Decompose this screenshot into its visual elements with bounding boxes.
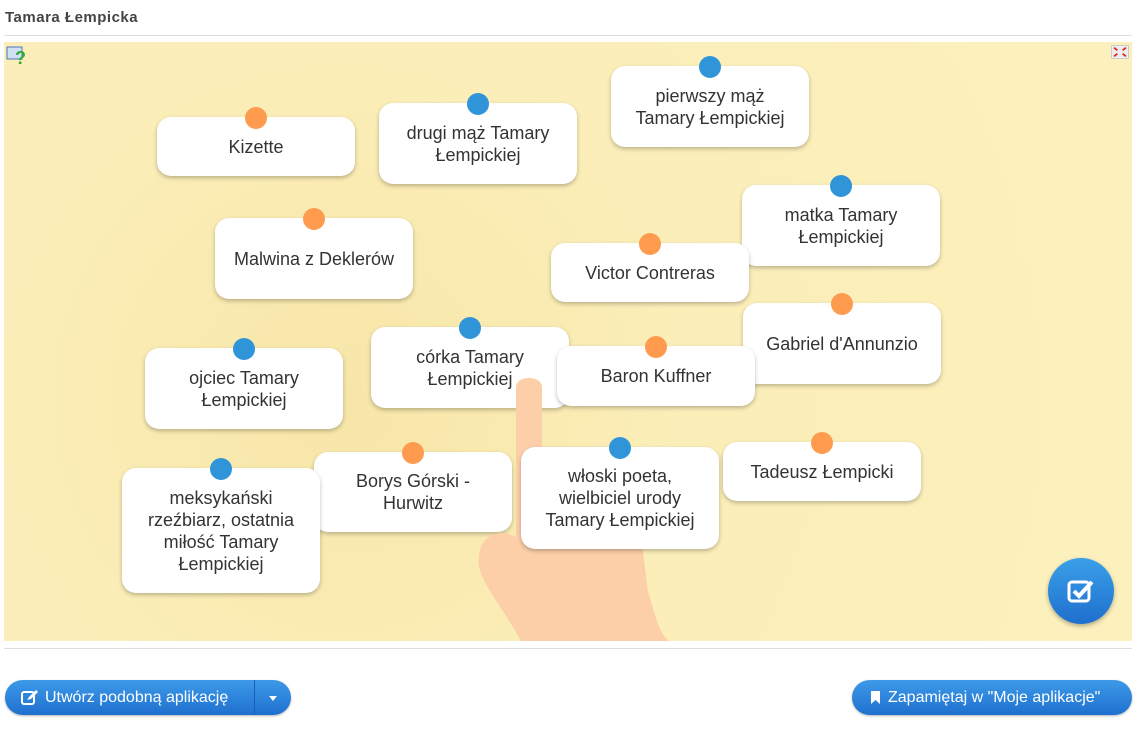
connector-dot[interactable] [811, 432, 833, 454]
draggable-card[interactable]: meksykański rzeźbiarz, ostatnia miłość T… [122, 458, 320, 593]
check-answers-button[interactable] [1048, 558, 1114, 624]
card-text: włoski poeta, wielbiciel urody Tamary Łe… [545, 466, 695, 530]
draggable-card[interactable]: ojciec Tamary Łempickiej [145, 338, 343, 429]
connector-dot[interactable] [699, 56, 721, 78]
caret-down-icon [269, 695, 277, 705]
draggable-card[interactable]: Tadeusz Łempicki [723, 432, 921, 501]
draggable-card[interactable]: drugi mąż Tamary Łempickiej [379, 93, 577, 184]
draggable-card[interactable]: Baron Kuffner [557, 336, 755, 406]
draggable-card[interactable]: Kizette [157, 107, 355, 176]
card-text: drugi mąż Tamary Łempickiej [406, 122, 550, 165]
card-text: Borys Górski - Hurwitz [355, 471, 470, 513]
game-board: ? Kizette drugi mąż Tamary Łempickiej pier… [4, 42, 1132, 641]
connector-dot[interactable] [639, 233, 661, 255]
divider [4, 648, 1132, 649]
connector-dot[interactable] [609, 437, 631, 459]
card-text: Baron Kuffner [600, 366, 712, 386]
card-text: meksykański rzeźbiarz, ostatnia miłość T… [147, 487, 295, 574]
app-title: Tamara Łempicka [5, 9, 139, 26]
card-text: matka Tamary Łempickiej [784, 204, 898, 247]
connector-dot[interactable] [303, 208, 325, 230]
draggable-card[interactable]: Victor Contreras [551, 233, 749, 302]
card-text: Malwina z Deklerów [233, 248, 395, 269]
help-icon[interactable]: ? [6, 44, 28, 66]
card-text: Kizette [228, 136, 284, 157]
draggable-card[interactable]: Malwina z Deklerów [215, 208, 413, 299]
create-similar-app-button[interactable]: Utwórz podobną aplikację [5, 680, 255, 715]
svg-text:?: ? [15, 48, 26, 66]
card-text: Tadeusz Łempicki [750, 461, 894, 482]
card-text: Victor Contreras [585, 262, 715, 283]
save-to-my-apps-label: Zapamiętaj w "Moje aplikacje" [888, 688, 1101, 706]
connector-dot[interactable] [233, 338, 255, 360]
create-options-dropdown[interactable] [255, 691, 291, 705]
connector-dot[interactable] [831, 293, 853, 315]
draggable-card[interactable]: matka Tamary Łempickiej [742, 175, 940, 266]
bookmark-icon [871, 691, 880, 704]
create-similar-app-button-group: Utwórz podobną aplikację [5, 680, 291, 715]
connector-dot[interactable] [467, 93, 489, 115]
draggable-card[interactable]: Gabriel d'Annunzio [743, 293, 941, 384]
edit-icon [21, 690, 38, 705]
divider [4, 35, 1132, 36]
fullscreen-exit-icon[interactable] [1111, 45, 1129, 59]
connector-dot[interactable] [402, 442, 424, 464]
draggable-card[interactable]: pierwszy mąż Tamary Łempickiej [611, 56, 809, 147]
connector-dot[interactable] [830, 175, 852, 197]
connector-dot[interactable] [645, 336, 667, 358]
card-text: pierwszy mąż Tamary Łempickiej [635, 85, 785, 128]
create-similar-app-label: Utwórz podobną aplikację [45, 688, 229, 706]
draggable-card[interactable]: Borys Górski - Hurwitz [314, 442, 512, 532]
connector-dot[interactable] [245, 107, 267, 129]
card-text: córka Tamary Łempickiej [416, 346, 524, 389]
connector-dot[interactable] [210, 458, 232, 480]
card-text: ojciec Tamary Łempickiej [189, 367, 299, 410]
save-to-my-apps-button[interactable]: Zapamiętaj w "Moje aplikacje" [852, 680, 1132, 715]
checkbox-check-icon [1067, 580, 1094, 603]
draggable-card[interactable]: włoski poeta, wielbiciel urody Tamary Łe… [521, 437, 719, 549]
connector-dot[interactable] [459, 317, 481, 339]
card-text: Gabriel d'Annunzio [766, 333, 918, 354]
